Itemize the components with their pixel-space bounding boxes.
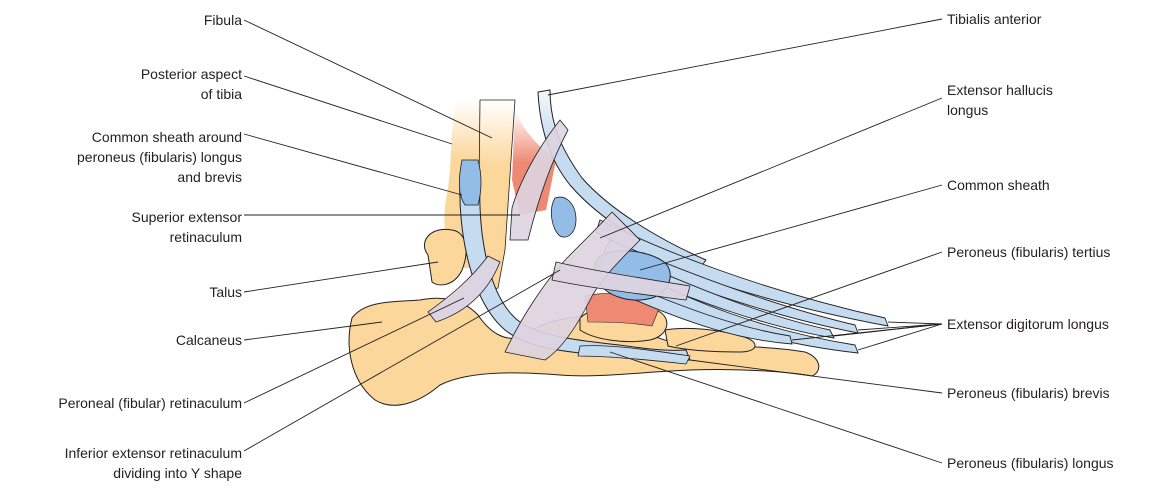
- label-peroneal-retinaculum: Peroneal (fibular) retinaculum: [58, 393, 242, 413]
- label-superior-extensor-retinaculum: Superior extensor retinaculum: [131, 207, 242, 247]
- talus-shape: [424, 229, 466, 285]
- upper-sheath-shape: [551, 197, 576, 237]
- label-extensor-digitorum-longus: Extensor digitorum longus: [947, 314, 1109, 334]
- label-peroneus-brevis: Peroneus (fibularis) brevis: [947, 383, 1110, 403]
- label-peroneus-tertius: Peroneus (fibularis) tertius: [947, 242, 1110, 262]
- label-tibialis-anterior: Tibialis anterior: [947, 9, 1041, 29]
- label-talus: Talus: [209, 282, 242, 302]
- peroneal-sheath-shape: [459, 160, 481, 205]
- label-extensor-hallucis-longus: Extensor hallucis longus: [947, 80, 1053, 120]
- label-inferior-extensor-retinaculum: Inferior extensor retinaculum dividing i…: [65, 443, 242, 483]
- label-posterior-aspect-tibia: Posterior aspect of tibia: [141, 64, 242, 104]
- label-peroneus-longus: Peroneus (fibularis) longus: [947, 453, 1114, 473]
- label-fibula: Fibula: [204, 10, 242, 30]
- label-common-sheath-peroneus: Common sheath around peroneus (fibularis…: [77, 127, 242, 187]
- label-calcaneus: Calcaneus: [176, 330, 242, 350]
- label-common-sheath: Common sheath: [947, 175, 1050, 195]
